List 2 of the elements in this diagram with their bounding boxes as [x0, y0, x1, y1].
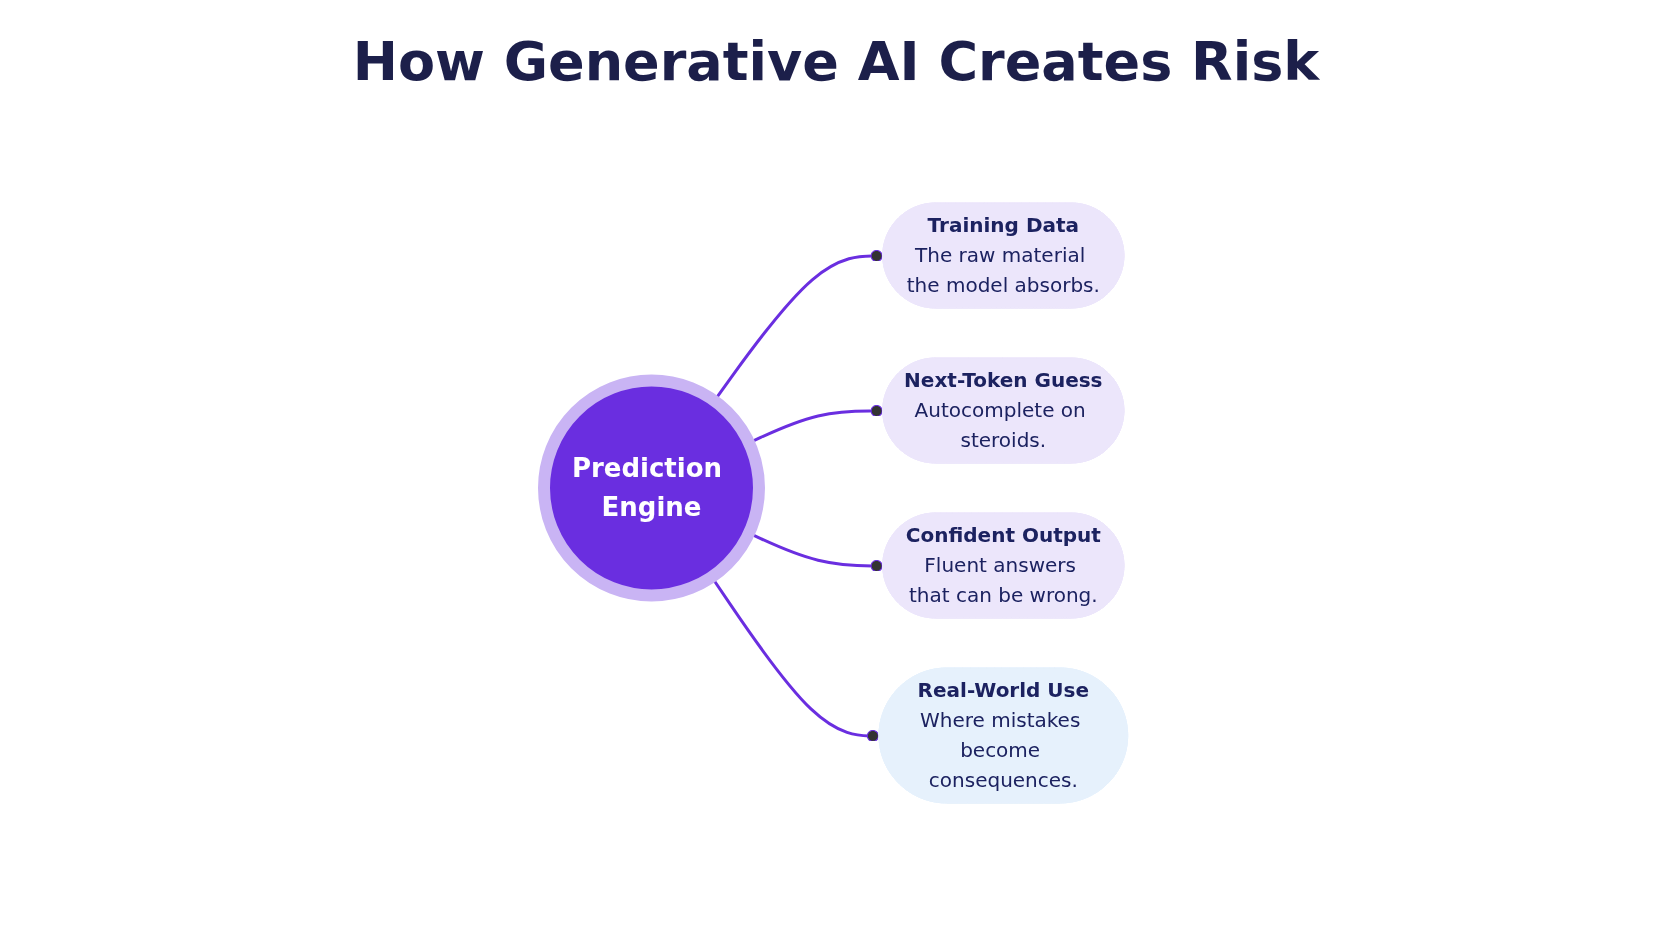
node-circle: Prediction Engine	[538, 374, 766, 602]
title: How Generative AI Creates Risk	[351, 30, 1321, 93]
